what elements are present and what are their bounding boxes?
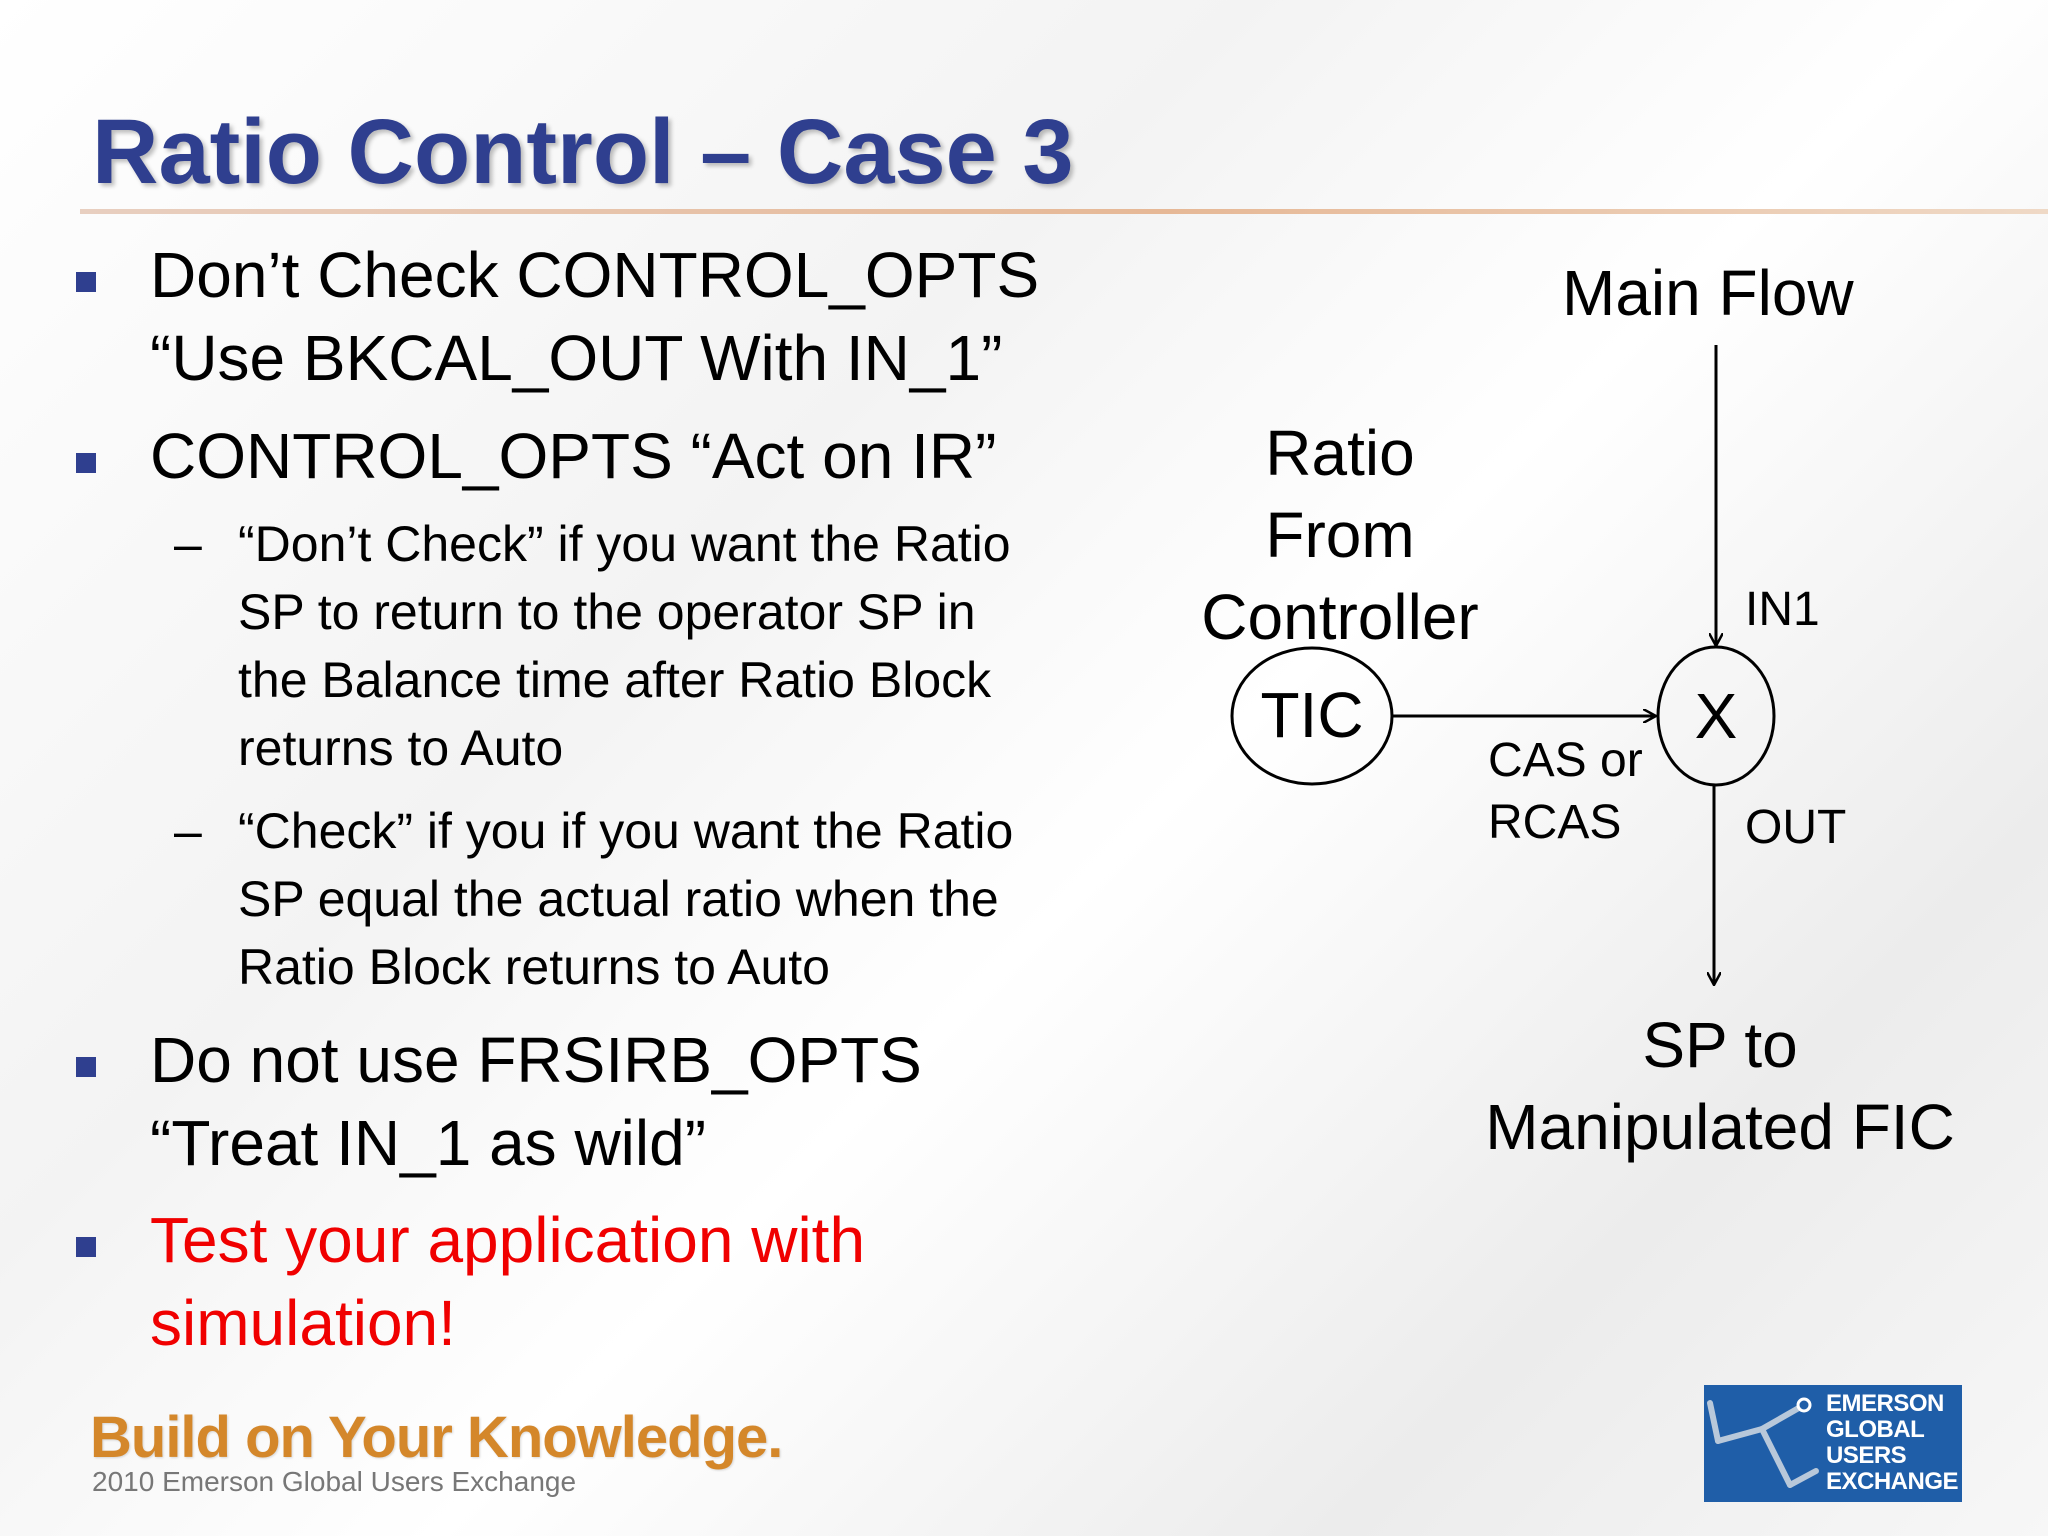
bullet-2-line-1: CONTROL_OPTS “Act on IR” xyxy=(150,420,997,492)
multiplier-circle xyxy=(1656,645,1776,787)
sub-bullet-1-line-1: “Don’t Check” if you want the Ratio xyxy=(238,516,1011,572)
main-flow-label: Main Flow xyxy=(1562,257,1854,329)
emerson-global-users-exchange-logo: EMERSON GLOBAL USERS EXCHANGE xyxy=(1704,1385,1962,1502)
in1-label: IN1 xyxy=(1745,583,1820,636)
sub-bullet-1-line-4: returns to Auto xyxy=(238,720,564,776)
sub-bullet-2-line-2: SP equal the actual ratio when the xyxy=(238,871,999,927)
sub-bullet-2-line-3: Ratio Block returns to Auto xyxy=(238,939,830,995)
tic-label: TIC xyxy=(1260,679,1364,751)
bullet-1-line-1: Don’t Check CONTROL_OPTS xyxy=(150,239,1040,311)
slide-title: Ratio Control – Case 3 xyxy=(92,101,1074,203)
bullet-3-line-1: Do not use FRSIRB_OPTS xyxy=(150,1024,922,1096)
network-graphic-icon xyxy=(1707,1397,1819,1488)
bullet-square-icon xyxy=(76,1237,96,1257)
title-divider xyxy=(80,209,2048,214)
ratio-source-label: Ratio From Controller xyxy=(1201,417,1479,653)
bullet-square-icon xyxy=(76,272,96,292)
sub-bullet-2-line-1: “Check” if you if you want the Ratio xyxy=(238,803,1014,859)
bullet-4-line-2: simulation! xyxy=(150,1287,456,1359)
sp-to-fic-label: SP to Manipulated FIC xyxy=(1485,1009,1955,1163)
sub-bullet-dash: – xyxy=(174,803,202,859)
sub-bullet-1-line-2: SP to return to the operator SP in xyxy=(238,584,976,640)
multiplier-label: X xyxy=(1694,680,1738,752)
out-label: OUT xyxy=(1745,801,1847,854)
cas-rcas-label: CAS or RCAS xyxy=(1488,734,1643,849)
bullet-square-icon xyxy=(76,453,96,473)
sub-bullet-dash: – xyxy=(174,516,202,572)
footer-tagline: Build on Your Knowledge. xyxy=(90,1405,783,1470)
logo-wordmark: EMERSON GLOBAL USERS EXCHANGE xyxy=(1826,1390,1959,1495)
footer-event: 2010 Emerson Global Users Exchange xyxy=(92,1466,577,1497)
sub-bullet-1-line-3: the Balance time after Ratio Block xyxy=(238,652,992,708)
bullet-3-line-2: “Treat IN_1 as wild” xyxy=(150,1107,706,1179)
tic-circle xyxy=(1230,646,1394,786)
bullet-1-line-2: “Use BKCAL_OUT With IN_1” xyxy=(150,322,1003,394)
bullet-square-icon xyxy=(76,1057,96,1077)
bullet-4-line-1: Test your application with xyxy=(150,1204,866,1276)
